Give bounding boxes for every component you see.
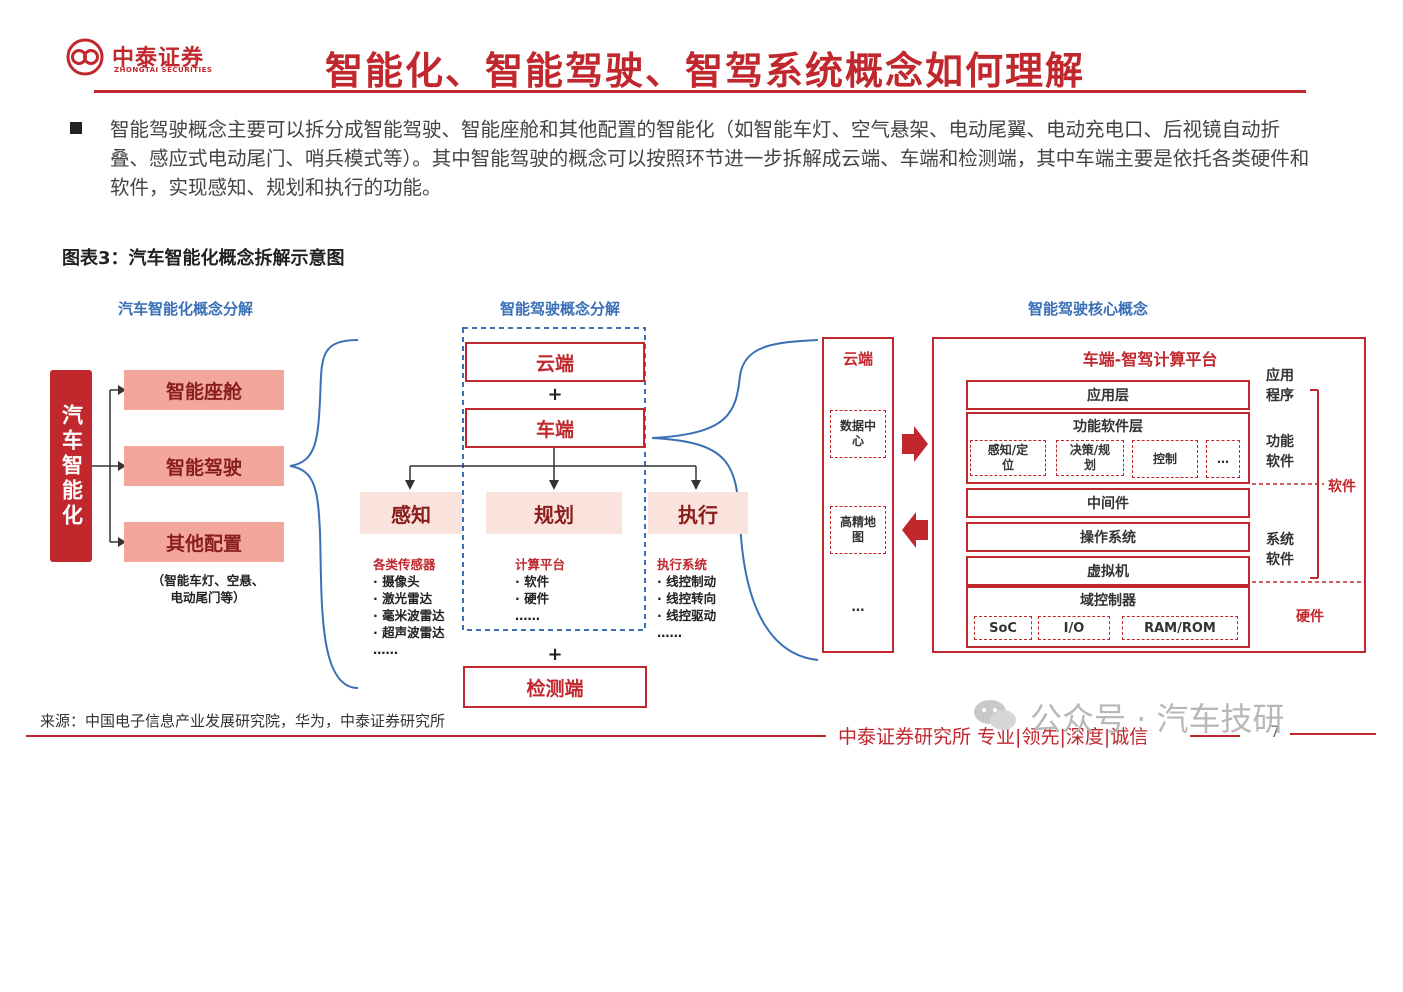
label-system-software: 系统软件 (1266, 532, 1294, 568)
plus-sign: + (547, 643, 563, 665)
layer-vm: 虚拟机 (966, 556, 1250, 586)
function-control: 控制 (1132, 440, 1198, 478)
cloud-item-more: … (851, 599, 865, 615)
node-cloud: 云端 (465, 342, 645, 382)
list-item: · 硬件 (515, 591, 550, 606)
plus-sign: + (547, 383, 563, 405)
branch-smart-cockpit: 智能座舱 (124, 370, 284, 410)
root-node-car-intelligence: 汽车智能化 (50, 370, 92, 562)
footer-rule (1290, 733, 1376, 735)
list-item: · 线控转向 (657, 591, 717, 606)
section-title-right: 智能驾驶核心概念 (1028, 300, 1149, 318)
platform-title: 车端-智驾计算平台 (1082, 350, 1218, 369)
title-divider (94, 90, 1306, 93)
label-hardware: 硬件 (1296, 609, 1324, 625)
node-detection: 检测端 (463, 666, 647, 708)
list-item: · 摄像头 (373, 574, 420, 589)
layer-function-software-title: 功能软件层 (1073, 419, 1143, 435)
node-vehicle: 车端 (465, 408, 645, 448)
label-software: 软件 (1328, 479, 1356, 495)
logo-icon (66, 38, 104, 76)
branch-smart-driving: 智能驾驶 (124, 446, 284, 486)
node-perception: 感知 (360, 492, 462, 534)
perception-list: 各类传感器 · 摄像头 · 激光雷达 · 毫米波雷达 · 超声波雷达 …… (373, 556, 445, 658)
brand-name-en: ZHONGTAI SECURITIES (114, 66, 213, 74)
execution-list: 执行系统 · 线控制动 · 线控转向 · 线控驱动 …… (657, 556, 716, 641)
footer-rule (1190, 735, 1240, 737)
layer-os: 操作系统 (966, 522, 1250, 552)
list-head: 各类传感器 (373, 557, 436, 572)
bullet-square-icon (70, 122, 82, 134)
source-note: 来源：中国电子信息产业发展研究院，华为，中泰证券研究所 (40, 712, 446, 730)
node-planning: 规划 (486, 492, 622, 534)
function-more: … (1206, 440, 1240, 478)
list-more: …… (373, 642, 398, 657)
brand-name: 中泰证券 (112, 46, 205, 71)
section-title-middle: 智能驾驶概念分解 (500, 300, 621, 318)
list-more: …… (657, 625, 682, 640)
intro-paragraph: 智能驾驶概念主要可以拆分成智能驾驶、智能座舱和其他配置的智能化（如智能车灯、空气… (110, 118, 1310, 199)
other-config-note: （智能车灯、空悬、 电动尾门等） (143, 572, 273, 606)
figure-label: 图表3：汽车智能化概念拆解示意图 (62, 248, 345, 269)
page-number: 7 (1270, 722, 1281, 741)
list-head: 执行系统 (657, 557, 708, 572)
cloud-item-hd-map: 高精地图 (830, 506, 886, 554)
cloud-column-title: 云端 (842, 349, 873, 368)
hw-soc: SoC (974, 616, 1032, 640)
footer-slogan: 中泰证券研究所 专业|领先|深度|诚信 (838, 726, 1149, 748)
footer-rule (26, 735, 826, 737)
label-function-software: 功能软件 (1266, 434, 1294, 470)
node-execution: 执行 (648, 492, 748, 534)
function-perception-location: 感知/定位 (970, 440, 1046, 476)
function-decision-planning: 决策/规划 (1056, 440, 1124, 476)
list-head: 计算平台 (515, 557, 566, 572)
list-item: · 激光雷达 (373, 591, 433, 606)
list-item: · 毫米波雷达 (373, 608, 445, 623)
wechat-icon (974, 700, 1016, 730)
branch-other-config: 其他配置 (124, 522, 284, 562)
cloud-item-data-center: 数据中心 (830, 410, 886, 458)
note-line: 电动尾门等） (170, 590, 246, 605)
list-item: · 软件 (515, 574, 550, 589)
layer-function-software: 功能软件层 感知/定位 决策/规划 控制 … (966, 412, 1250, 484)
layer-middleware: 中间件 (966, 488, 1250, 518)
domain-controller-title: 域控制器 (1080, 593, 1136, 609)
note-line: （智能车灯、空悬、 (151, 573, 265, 588)
page-title: 智能化、智能驾驶、智驾系统概念如何理解 (325, 48, 1086, 93)
hw-io: I/O (1038, 616, 1110, 640)
planning-list: 计算平台 · 软件 · 硬件 …… (515, 556, 565, 624)
list-item: · 超声波雷达 (373, 625, 445, 640)
layer-domain-controller: 域控制器 SoC I/O RAM/ROM (966, 586, 1250, 648)
list-item: · 线控驱动 (657, 608, 717, 623)
section-title-left: 汽车智能化概念分解 (118, 300, 254, 318)
root-node-label: 汽车智能化 (59, 403, 84, 529)
list-item: · 线控制动 (657, 574, 717, 589)
layer-application: 应用层 (966, 380, 1250, 410)
hw-ram-rom: RAM/ROM (1122, 616, 1238, 640)
watermark: 公众号 · 汽车技研 (1030, 700, 1285, 738)
list-more: …… (515, 608, 540, 623)
label-app-program: 应用程序 (1266, 368, 1294, 404)
